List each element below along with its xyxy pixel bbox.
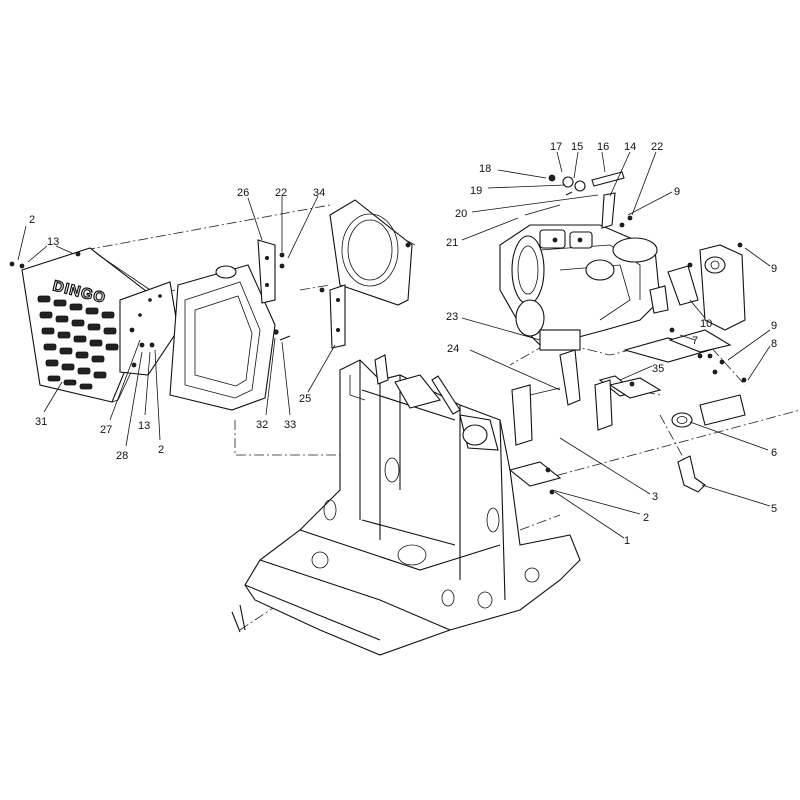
callout-21: 21 [446, 237, 458, 249]
radiator-shroud [329, 199, 413, 306]
callout-2: 2 [643, 512, 649, 524]
radiator-bracket-25 [329, 284, 346, 349]
callout-23: 23 [446, 311, 458, 323]
callout-7: 7 [692, 335, 698, 347]
callout-17: 17 [550, 141, 562, 153]
engine-mounts [598, 327, 747, 426]
callout-34: 34 [313, 187, 325, 199]
callout-33: 33 [284, 419, 296, 431]
callout-6: 6 [771, 447, 777, 459]
callout-2: 2 [158, 444, 164, 456]
callout-24: 24 [447, 343, 459, 355]
callout-19: 19 [470, 185, 482, 197]
callout-10: 10 [700, 318, 712, 330]
left-hardware [9, 242, 411, 368]
radiator [169, 264, 276, 411]
callout-22: 22 [275, 187, 287, 199]
engine-side-rails [511, 349, 613, 446]
callout-18: 18 [479, 163, 491, 175]
grille-side-panel [119, 281, 179, 376]
engine-assembly [499, 224, 661, 351]
callout-9: 9 [771, 320, 777, 332]
exhaust-pipe [677, 455, 706, 493]
callout-20: 20 [455, 208, 467, 220]
lower-mount-bracket [508, 461, 562, 495]
callout-26: 26 [237, 187, 249, 199]
muffler [619, 215, 746, 331]
callout-1: 1 [624, 535, 630, 547]
callout-labels: 2 13 31 27 28 13 2 26 22 34 32 33 25 17 … [29, 141, 777, 547]
chassis-frame [231, 354, 581, 656]
callout-27: 27 [100, 424, 112, 436]
callout-15: 15 [571, 141, 583, 153]
callout-28: 28 [116, 450, 128, 462]
throttle-parts [524, 171, 625, 229]
callout-leaders [17, 151, 771, 539]
callout-9: 9 [674, 186, 680, 198]
callout-9: 9 [771, 263, 777, 275]
exhaust-clamp [671, 412, 693, 428]
callout-2: 2 [29, 214, 35, 226]
callout-13: 13 [47, 236, 59, 248]
callout-14: 14 [624, 141, 636, 153]
callout-16: 16 [597, 141, 609, 153]
callout-22: 22 [651, 141, 663, 153]
grille-slots [37, 295, 119, 390]
callout-35: 35 [652, 363, 664, 375]
callout-5: 5 [771, 503, 777, 515]
callout-13: 13 [138, 420, 150, 432]
callout-32: 32 [256, 419, 268, 431]
radiator-bracket-26 [257, 239, 276, 304]
callout-31: 31 [35, 416, 47, 428]
callout-25: 25 [299, 393, 311, 405]
callout-3: 3 [652, 491, 658, 503]
callout-8: 8 [771, 338, 777, 350]
